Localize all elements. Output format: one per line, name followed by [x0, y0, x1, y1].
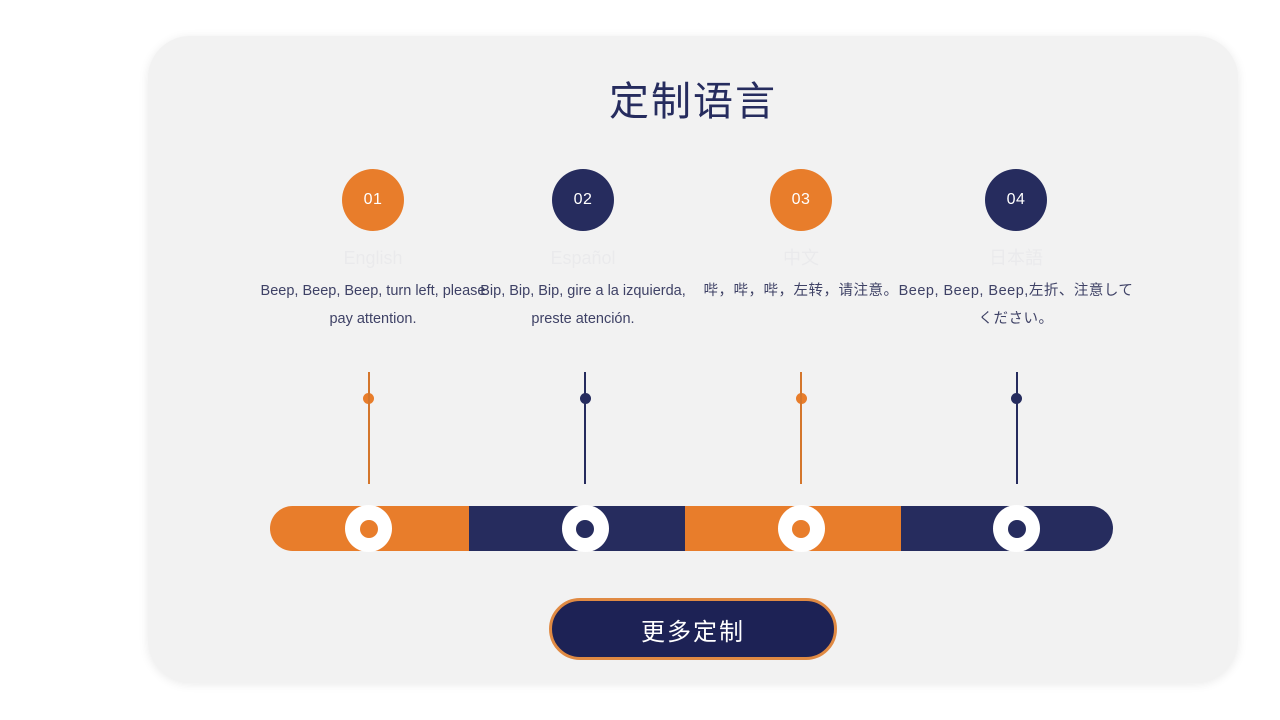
language-description-02: Bip, Bip, Bip, gire a la izquierda, pres…: [480, 283, 686, 327]
timeline: [270, 372, 1113, 552]
language-label-03: 中文: [683, 247, 919, 269]
node-core: [1007, 519, 1026, 538]
language-column: 03 中文 哔，哔，哔，左转，请注意。: [683, 169, 919, 305]
step-badge-03[interactable]: 03: [770, 169, 832, 231]
language-column: 01 English Beep, Beep, Beep, turn left, …: [255, 169, 491, 333]
language-column: 04 日本語 Beep, Beep, Beep,左折、注意してください。: [898, 169, 1134, 333]
more-customization-button[interactable]: 更多定制: [549, 598, 837, 660]
pin-stem-icon: [367, 372, 370, 484]
content-card: 定制语言 01 English Beep, Beep, Beep, turn l…: [148, 36, 1238, 682]
step-badge-04[interactable]: 04: [985, 169, 1047, 231]
step-badge-01[interactable]: 01: [342, 169, 404, 231]
language-label-02: Español: [465, 247, 701, 269]
pin-stem-icon: [800, 372, 803, 484]
language-description-01: Beep, Beep, Beep, turn left, please pay …: [260, 283, 486, 327]
pin-stem-icon: [1015, 372, 1018, 484]
node-core: [792, 519, 811, 538]
language-description-04: Beep, Beep, Beep,左折、注意してください。: [898, 283, 1134, 327]
node-core: [359, 519, 378, 538]
timeline-bar: [270, 506, 1113, 551]
page-title: 定制语言: [609, 80, 777, 124]
language-label-04: 日本語: [898, 247, 1134, 269]
step-badge-02[interactable]: 02: [552, 169, 614, 231]
language-column: 02 Español Bip, Bip, Bip, gire a la izqu…: [465, 169, 701, 333]
node-core: [576, 519, 595, 538]
language-description-03: 哔，哔，哔，左转，请注意。: [703, 283, 899, 299]
language-label-01: English: [255, 247, 491, 269]
pin-stem-icon: [584, 372, 587, 484]
